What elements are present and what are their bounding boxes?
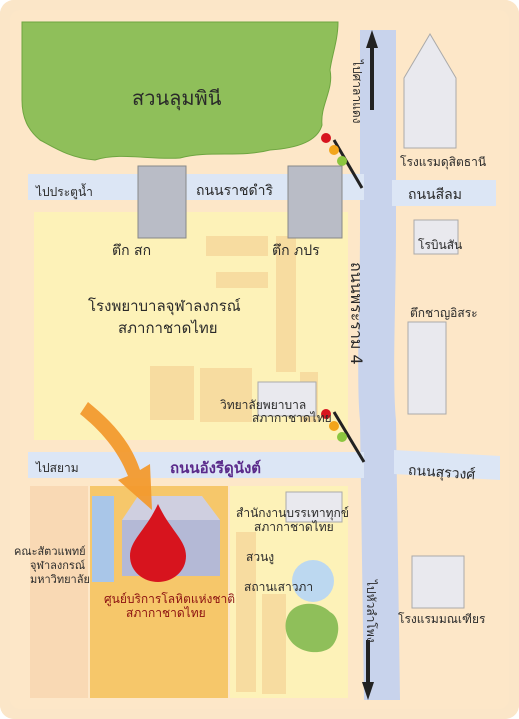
traffic-light-red-top — [321, 133, 331, 143]
hospital-building-e — [200, 368, 252, 422]
dusit-hotel-icon — [403, 33, 457, 149]
traffic-light-amber-mid — [329, 421, 339, 431]
lumpini-park-shape — [21, 21, 339, 161]
red-cross-relief-line1: สำนักงานบรรเทาทุกข์ — [236, 506, 349, 520]
ratchadamri-road-label: ถนนราชดำริ — [196, 183, 273, 199]
traffic-light-amber-top — [329, 145, 339, 155]
angri-road — [28, 452, 364, 478]
vet-faculty-block — [30, 486, 88, 698]
silom-road-label: ถนนสีลม — [408, 187, 462, 203]
vet-faculty-line2: จุฬาลงกรณ์ — [30, 559, 86, 572]
south-arrow-icon — [362, 640, 374, 700]
silom-road — [392, 180, 496, 206]
traffic-light-red-mid — [321, 409, 331, 419]
hospital-name-line1: โรงพยาบาลจุฬาลงกรณ์ — [88, 297, 241, 315]
hospital-building-a — [206, 236, 268, 256]
traffic-light-green-mid — [337, 432, 347, 442]
robinson-icon — [413, 219, 459, 255]
to-saladaeng-label: ไปศาลาแดง — [350, 60, 364, 124]
vet-faculty-line3: มหาวิทยาลัย — [30, 573, 90, 586]
hospital-building-d — [150, 366, 194, 420]
sak-building-label: ตึก สก — [112, 243, 152, 259]
surawong-road — [394, 450, 500, 480]
robinson-label: โรบินสัน — [418, 238, 463, 252]
hospital-name-line2: สภากาชาดไทย — [118, 319, 218, 337]
traffic-light-green-top — [337, 156, 347, 166]
rama4-road-label: ถนนพระราม 4 — [347, 262, 366, 365]
location-arrow-icon — [80, 402, 152, 510]
vet-faculty-line1: คณะสัตวแพทย์ — [14, 545, 86, 558]
montien-hotel-icon — [411, 555, 465, 609]
snake-farm-line1: สวนงู — [246, 550, 275, 564]
red-cross-relief-line2: สภากาชาดไทย — [254, 520, 334, 534]
snake-farm-line2: สถานเสาวภา — [244, 580, 314, 594]
angri-road-label: ถนนอังรีดูนังต์ — [170, 459, 262, 477]
snake-farm-building — [236, 532, 256, 692]
charn-issara-label: ตึกชาญอิสระ — [410, 306, 478, 320]
sak-building-icon — [137, 165, 187, 239]
snake-farm-garden — [285, 603, 339, 653]
nursing-building-icon — [257, 381, 317, 417]
hospital-building-b — [216, 272, 268, 288]
to-siam-label: ไปสยาม — [36, 461, 79, 475]
treasury-building-icon — [285, 491, 343, 523]
ppr-building-icon — [287, 165, 343, 239]
blood-drop-icon — [130, 504, 186, 582]
surawong-road-label: ถนนสุรวงศ์ — [407, 462, 476, 484]
north-arrow-icon — [366, 30, 378, 110]
to-pratunam-label: ไปประตูน้ำ — [36, 185, 93, 199]
montien-hotel-label: โรงแรมมณเฑียร — [398, 612, 486, 626]
dusit-hotel-label: โรงแรมดุสิตธานี — [400, 155, 487, 169]
charn-issara-icon — [407, 321, 447, 415]
hospital-building-c — [276, 236, 296, 372]
blood-center-line2: สภากาชาดไทย — [126, 606, 206, 620]
snake-farm-pond — [292, 560, 334, 602]
blood-center-side — [92, 496, 114, 582]
nursing-college-line2: สภากาชาดไทย — [252, 411, 332, 425]
nursing-college-line1: วิทยาลัยพยาบาล — [220, 398, 307, 412]
blood-center-line1: ศูนย์บริการโลหิตแห่งชาติ — [104, 592, 236, 606]
snake-farm-strip — [262, 594, 286, 694]
lumpini-park-label: สวนลุมพินี — [132, 86, 222, 110]
to-hualamphong-label: ไปหัวลำโพง — [364, 580, 378, 643]
rama4-road — [358, 30, 400, 700]
ppr-building-label: ตึก ภปร — [272, 243, 320, 259]
